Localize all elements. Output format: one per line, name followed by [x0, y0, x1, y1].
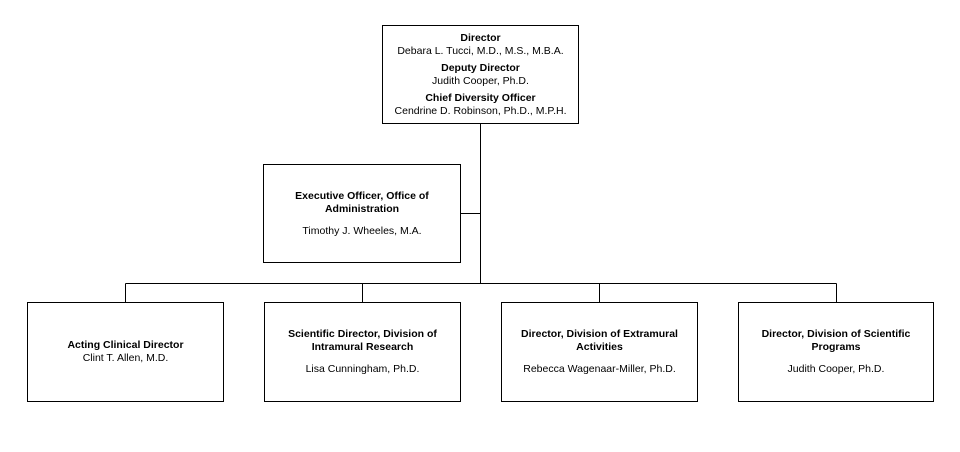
division-title: Director, Division of Extramural Activit…	[521, 328, 678, 353]
deputy-director-name: Judith Cooper, Ph.D.	[432, 74, 529, 87]
intramural-research-box: Scientific Director, Division of Intramu…	[264, 302, 461, 402]
deputy-director-title: Deputy Director	[441, 61, 520, 74]
chief-diversity-officer-title: Chief Diversity Officer	[425, 91, 536, 104]
division-head-name: Lisa Cunningham, Ph.D.	[305, 363, 420, 375]
division-title: Scientific Director, Division of Intramu…	[288, 328, 437, 353]
director-title: Director	[460, 31, 501, 44]
division-head-name: Rebecca Wagenaar-Miller, Ph.D.	[523, 363, 676, 375]
director-box: Director Debara L. Tucci, M.D., M.S., M.…	[382, 25, 579, 124]
division-title: Director, Division of Scientific Program…	[761, 328, 911, 353]
chief-diversity-officer-name: Cendrine D. Robinson, Ph.D., M.P.H.	[394, 104, 567, 117]
scientific-programs-box: Director, Division of Scientific Program…	[738, 302, 934, 402]
division-title: Acting Clinical Director	[67, 339, 184, 351]
executive-officer-name: Timothy J. Wheeles, M.A.	[302, 224, 422, 237]
clinical-director-box: Acting Clinical Director Clint T. Allen,…	[27, 302, 224, 402]
executive-officer-box: Executive Officer, Office of Administrat…	[263, 164, 461, 263]
division-head-name: Judith Cooper, Ph.D.	[787, 363, 885, 375]
division-head-name: Clint T. Allen, M.D.	[82, 352, 169, 364]
extramural-activities-box: Director, Division of Extramural Activit…	[501, 302, 698, 402]
executive-officer-title: Executive Officer, Office of Administrat…	[295, 189, 429, 215]
director-name: Debara L. Tucci, M.D., M.S., M.B.A.	[397, 44, 564, 57]
